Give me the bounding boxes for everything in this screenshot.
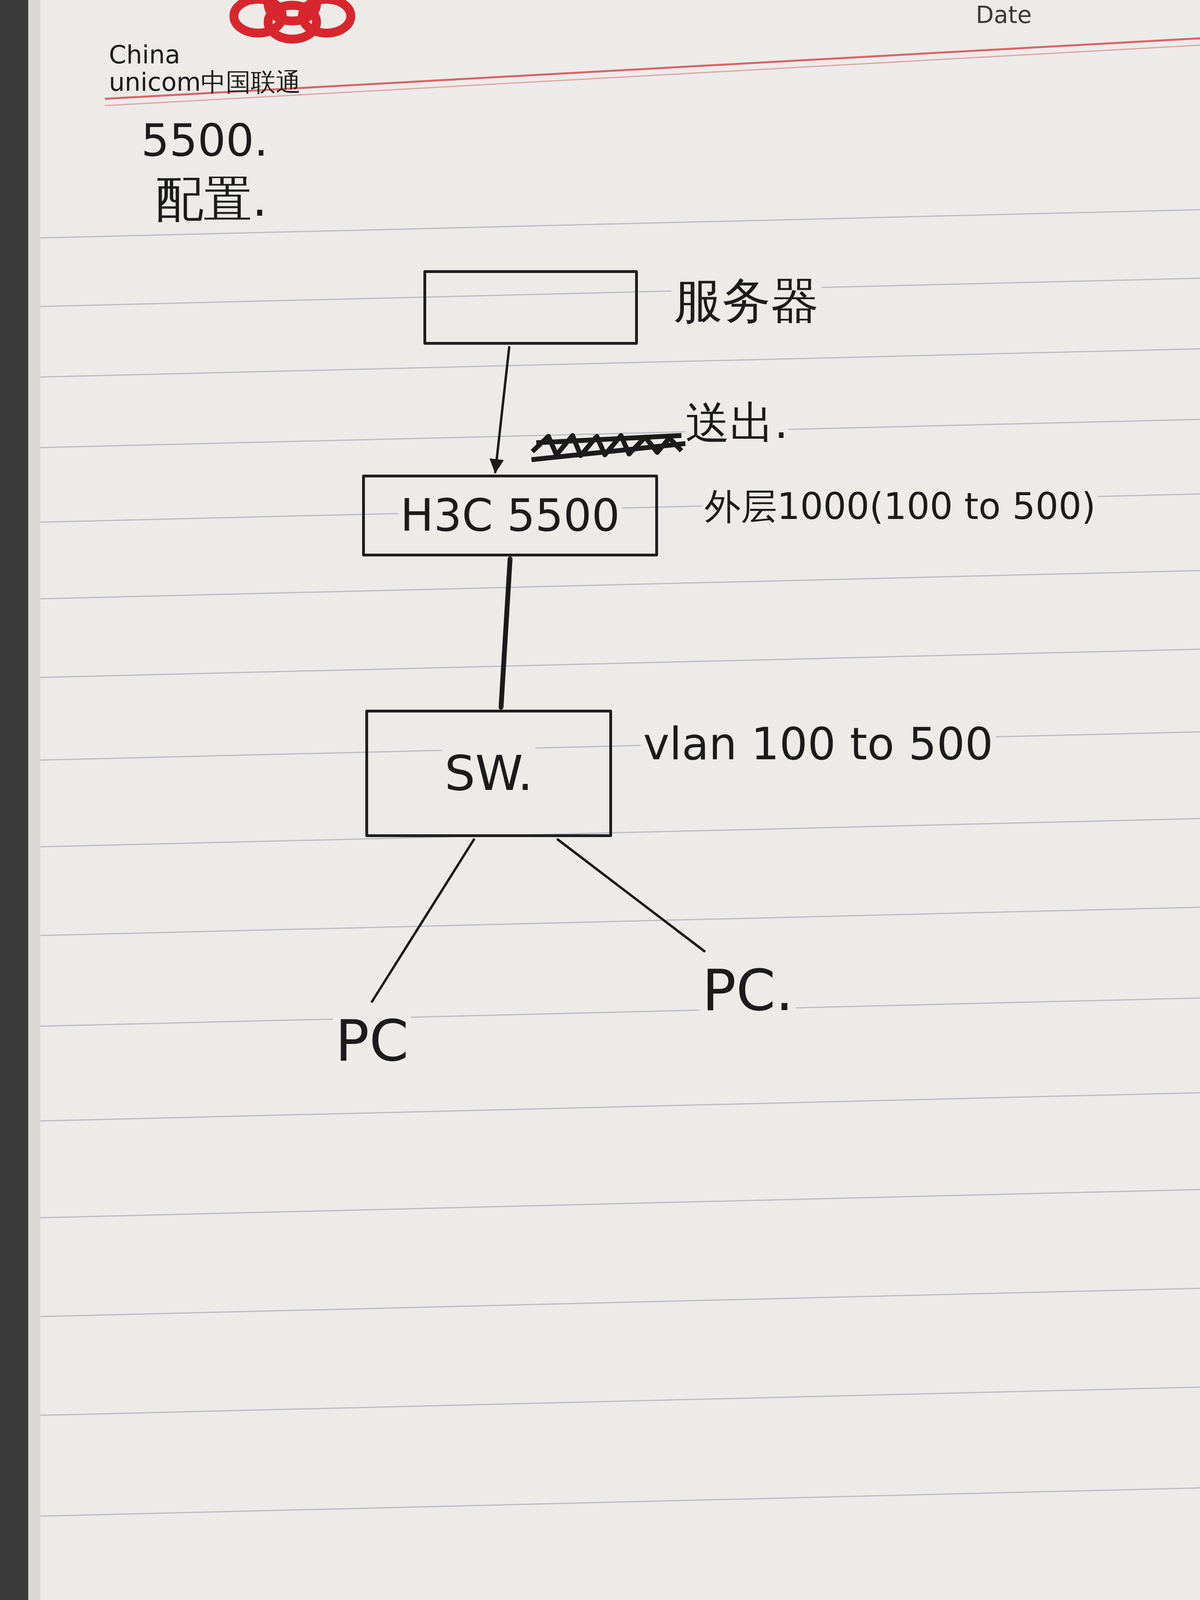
page-note: 配置. [155, 171, 268, 228]
ruled-lines [40, 209, 1200, 1517]
scribble [531, 435, 686, 460]
pc-node: PC. [693, 953, 803, 1028]
unicom-logo [233, 0, 351, 40]
server-box: 服务器 [423, 270, 638, 345]
node-label: PC [332, 1008, 411, 1074]
node-side-label: vlan 100 to 500 [640, 718, 996, 770]
pc-node: PC [326, 1004, 418, 1078]
page-binding [0, 0, 29, 1600]
node-label: SW. [441, 745, 536, 802]
date-field: Date [975, 1, 1032, 29]
connector-line [557, 839, 705, 952]
header-rule [104, 45, 1200, 106]
switch-box: SW.vlan 100 to 500 [365, 709, 613, 838]
h3c-switch-box: H3C 5500外层1000(100 to 500) [362, 474, 659, 557]
node-label: H3C 5500 [397, 489, 623, 542]
connector-line [495, 347, 510, 473]
page-edge [28, 0, 41, 1600]
node-side-label: 外层1000(100 to 500) [702, 485, 1098, 528]
logo-text: unicom中国联通 [108, 67, 301, 97]
header-rule [104, 38, 1200, 99]
connector-line [501, 558, 511, 708]
logo-text: China [108, 40, 181, 69]
node-label: PC. [699, 958, 796, 1023]
connector-line [372, 839, 475, 1002]
page-note: 5500. [141, 114, 269, 167]
edge-label: 送出. [685, 397, 789, 449]
node-side-label: 服务器 [671, 272, 822, 329]
